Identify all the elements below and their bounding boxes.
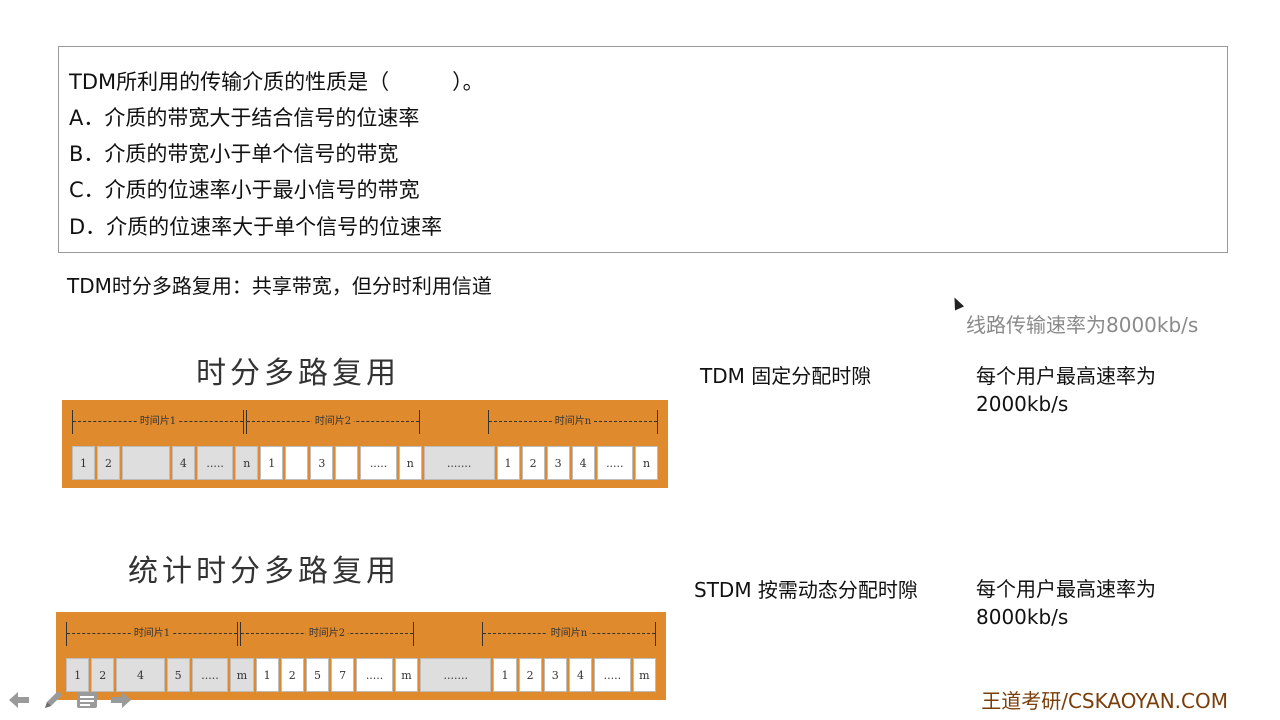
stdm-title: 统计时分多路复用 <box>128 554 400 589</box>
stdm-slot: 3 <box>543 658 567 692</box>
stdm-slot: ..... <box>191 658 229 692</box>
stdm-segment-1: 时间片1 <box>66 622 238 646</box>
tdm-rate: 每个用户最高速率为 2000kb/s <box>976 362 1156 418</box>
tdm-slot: n <box>235 446 259 480</box>
tdm-segment-label-1: 时间片1 <box>136 412 180 427</box>
stdm-segment-2: 时间片2 <box>240 622 414 646</box>
tdm-segment-n: 时间片n <box>488 410 658 434</box>
line-rate-text: 线路传输速率为8000kb/s <box>966 313 1199 337</box>
tdm-slot: 4 <box>571 446 595 480</box>
stdm-segment-label-2: 时间片2 <box>305 624 349 639</box>
stdm-slot: 1 <box>66 658 90 692</box>
stdm-slot: 7 <box>331 658 355 692</box>
mouse-cursor-icon <box>949 295 965 311</box>
tdm-segment-2: 时间片2 <box>246 410 420 434</box>
option-b: B．介质的带宽小于单个信号的带宽 <box>69 142 399 166</box>
tdm-label: TDM 固定分配时隙 <box>700 364 872 388</box>
tdm-slot: 3 <box>546 446 570 480</box>
presentation-nav <box>6 688 134 712</box>
stdm-slot: 2 <box>91 658 115 692</box>
stdm-slot: 2 <box>280 658 304 692</box>
tdm-slot: 1 <box>72 446 96 480</box>
tdm-slot: 2 <box>521 446 545 480</box>
arrow-right-icon[interactable] <box>108 688 134 712</box>
tdm-slot <box>285 446 309 480</box>
tdm-slot: ..... <box>196 446 234 480</box>
tdm-slot: ..... <box>360 446 397 480</box>
stdm-slot: ..... <box>356 658 393 692</box>
tdm-slot: n <box>398 446 422 480</box>
question-box: TDM所利用的传输介质的性质是（ ）。 A．介质的带宽大于结合信号的位速率 B．… <box>58 46 1228 253</box>
option-a: A．介质的带宽大于结合信号的位速率 <box>69 106 420 130</box>
tdm-rate-line1: 每个用户最高速率为 <box>976 364 1156 388</box>
question-stem: TDM所利用的传输介质的性质是（ ）。 <box>69 70 484 94</box>
stdm-label: STDM 按需动态分配时隙 <box>694 578 918 602</box>
tdm-segment-1: 时间片1 <box>72 410 244 434</box>
tdm-slot: 3 <box>310 446 334 480</box>
tdm-ruler: 时间片1 时间片2 时间片n <box>72 400 658 440</box>
option-d: D．介质的位速率大于单个信号的位速率 <box>69 215 443 239</box>
stdm-slot: 1 <box>493 658 517 692</box>
tdm-slot: 1 <box>496 446 520 480</box>
tdm-segment-label-2: 时间片2 <box>311 412 355 427</box>
tdm-segment-label-n: 时间片n <box>551 412 595 427</box>
tdm-rate-line2: 2000kb/s <box>976 392 1069 416</box>
tdm-slot: 1 <box>260 446 284 480</box>
stdm-slot: 4 <box>116 658 165 692</box>
stdm-slot: 5 <box>305 658 330 692</box>
menu-icon[interactable] <box>74 688 100 712</box>
stdm-segment-n: 时间片n <box>482 622 656 646</box>
option-c: C．介质的位速率小于最小信号的带宽 <box>69 178 420 202</box>
tdm-slot: 2 <box>97 446 121 480</box>
tdm-slot: ..... <box>596 446 633 480</box>
stdm-rate-line1: 每个用户最高速率为 <box>976 577 1156 601</box>
tdm-slot: 4 <box>171 446 195 480</box>
stdm-slot: ....... <box>420 658 492 692</box>
summary-text: TDM时分多路复用：共享带宽，但分时利用信道 <box>67 274 492 298</box>
stdm-ruler: 时间片1 时间片2 时间片n <box>66 612 656 652</box>
stdm-segment-label-1: 时间片1 <box>130 624 174 639</box>
stdm-segment-label-n: 时间片n <box>547 624 591 639</box>
stdm-slot: m <box>632 658 656 692</box>
stdm-slot: 5 <box>166 658 190 692</box>
stdm-slot: 4 <box>568 658 593 692</box>
tdm-slot: ....... <box>423 446 495 480</box>
stdm-slot: m <box>394 658 419 692</box>
stdm-rate: 每个用户最高速率为 8000kb/s <box>976 575 1156 631</box>
stdm-slot: 2 <box>518 658 542 692</box>
stdm-slot: 1 <box>255 658 279 692</box>
stdm-slot: ..... <box>594 658 631 692</box>
tdm-slot <box>335 446 359 480</box>
footer-brand: 王道考研/CSKAOYAN.COM <box>981 689 1228 713</box>
arrow-left-icon[interactable] <box>6 688 32 712</box>
pen-icon[interactable] <box>40 688 66 712</box>
tdm-title: 时分多路复用 <box>196 356 400 391</box>
tdm-slot: n <box>635 446 659 480</box>
tdm-slot <box>122 446 170 480</box>
stdm-rate-line2: 8000kb/s <box>976 605 1069 629</box>
stdm-slot: m <box>230 658 254 692</box>
